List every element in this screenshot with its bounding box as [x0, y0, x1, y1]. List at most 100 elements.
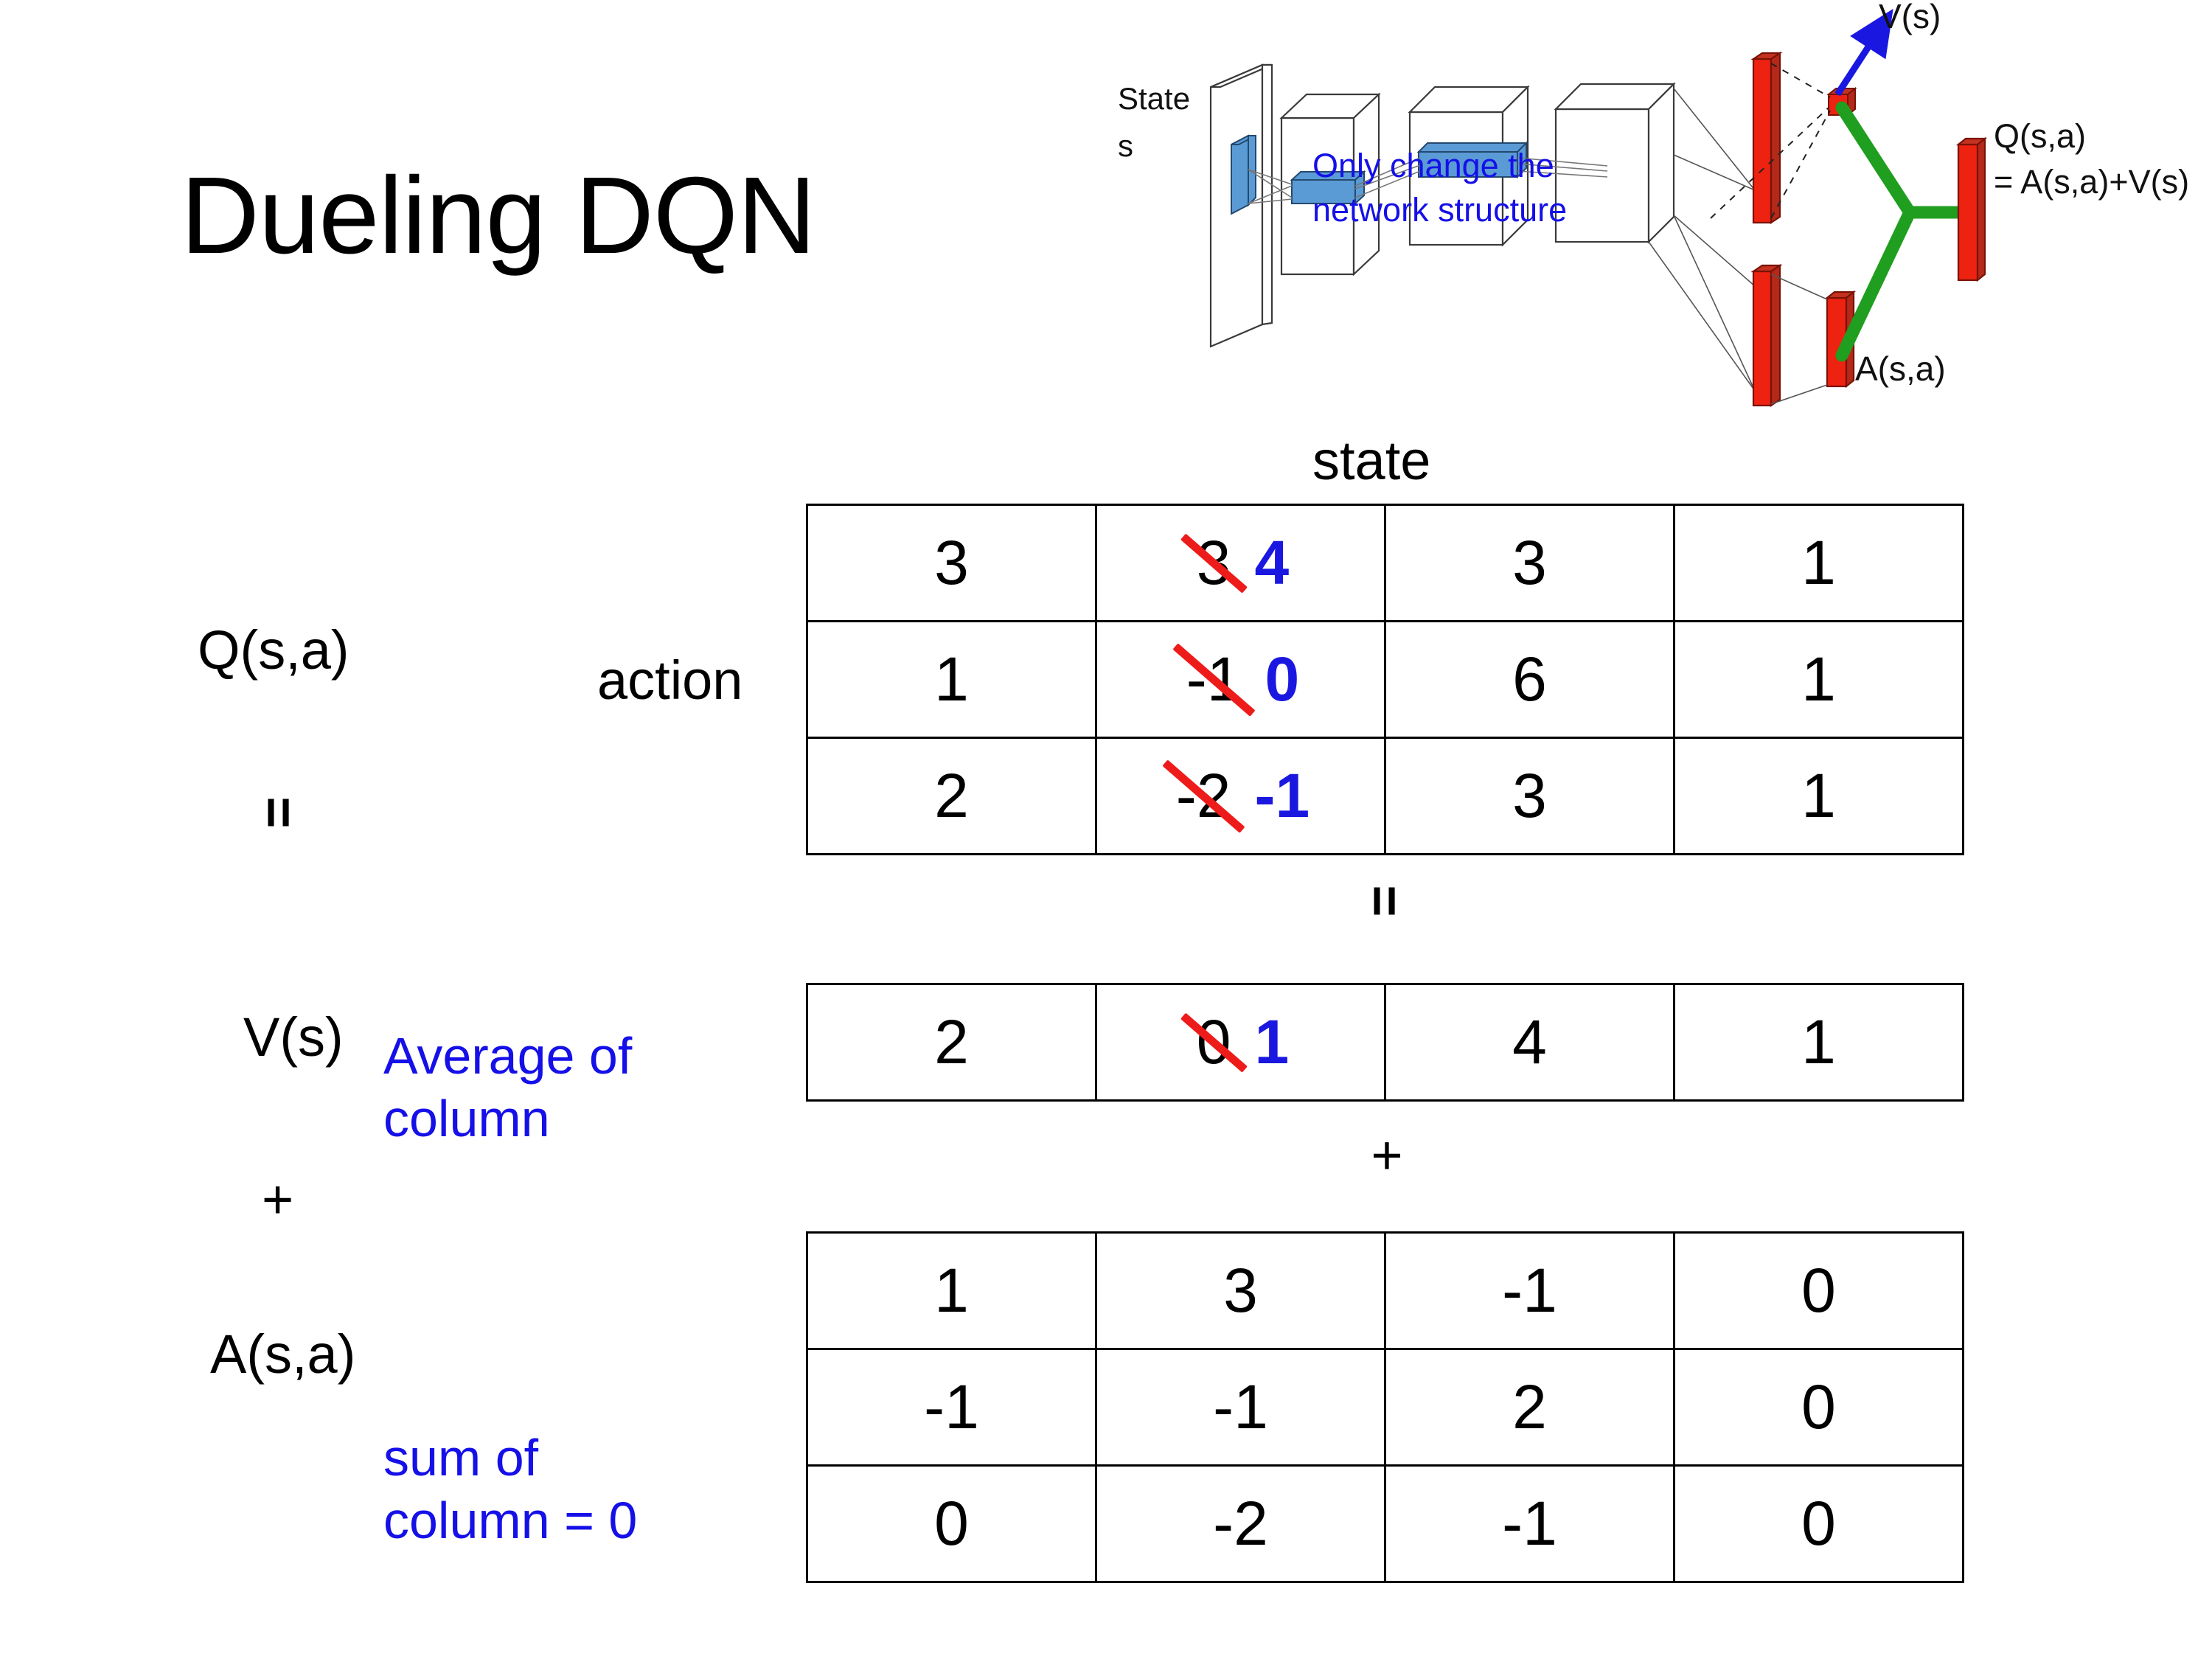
cell-value: 0 — [1801, 1489, 1836, 1558]
table-cell: -1 — [1384, 1231, 1675, 1350]
cell-value: -1 — [1502, 1489, 1557, 1558]
cell-value: 0 — [934, 1489, 969, 1558]
table-cell: 2 — [806, 737, 1097, 855]
cell-value: 2 — [1512, 1372, 1547, 1441]
cell-value: 1 — [1801, 644, 1836, 714]
value-arrow — [1834, 8, 1893, 97]
table-cell: -1 — [1095, 1348, 1386, 1467]
page-title: Dueling DQN — [181, 155, 816, 276]
plus-sign-1: + — [262, 1169, 294, 1230]
corrected-value: -1 — [1254, 761, 1310, 830]
cell-value: 1 — [934, 1256, 969, 1325]
action-axis-label: action — [597, 650, 743, 711]
diagram-value-label: V(s) — [1879, 0, 1941, 35]
sum-note-line2: column = 0 — [383, 1492, 638, 1550]
q-function-label: Q(s,a) — [198, 619, 349, 681]
input-filter-patch — [1231, 134, 1256, 215]
table-cell: 3 — [1384, 737, 1675, 855]
v-function-label: V(s) — [243, 1006, 344, 1068]
value-stream-bar — [1750, 51, 1783, 225]
table-row: 0 -2 -1 0 — [806, 1464, 1964, 1583]
cell-value: -1 — [924, 1372, 979, 1441]
diagram-note-line1: Only change the — [1312, 147, 1554, 184]
corrected-value: 1 — [1254, 1007, 1290, 1077]
table-cell: 3 — [1095, 1231, 1386, 1350]
table-cell: 0 — [806, 1464, 1097, 1583]
cell-value: 3 — [934, 528, 969, 597]
cell-value: 1 — [1801, 1007, 1836, 1077]
conv-filter-1 — [1290, 170, 1366, 206]
average-of-column-note: Average of column — [383, 1025, 632, 1151]
struck-old-value: 0 — [1192, 1006, 1236, 1078]
struck-old-value: -2 — [1172, 760, 1236, 832]
table-cell: 3 — [806, 504, 1097, 622]
table-cell: -1 — [806, 1348, 1097, 1467]
table-cell: 1 — [1673, 504, 1964, 622]
table-row: 2 -2 -1 3 1 — [806, 737, 1964, 855]
cell-value: -1 — [1502, 1256, 1557, 1325]
diagram-state-label-line1: State — [1118, 81, 1190, 116]
table-cell: 0 — [1673, 1348, 1964, 1467]
advantage-output-bar — [1824, 290, 1857, 389]
state-axis-label: state — [1312, 430, 1431, 491]
table-cell: -1 0 — [1095, 620, 1386, 739]
average-note-line1: Average of — [383, 1027, 633, 1085]
stream-split-lines — [1648, 88, 1756, 392]
table-cell: 1 — [1673, 983, 1964, 1102]
table-cell: 0 — [1673, 1464, 1964, 1583]
cell-value: 1 — [1801, 761, 1836, 830]
average-note-line2: column — [383, 1090, 550, 1148]
cell-value: 3 — [1223, 1256, 1258, 1325]
q-output-bar — [1955, 136, 1988, 282]
cell-value: 0 — [1801, 1256, 1836, 1325]
conv-block-3 — [1554, 82, 1676, 244]
equals-sign-2: = — [1354, 885, 1416, 917]
merge-connector — [1835, 101, 1969, 362]
table-row: -1 -1 2 0 — [806, 1348, 1964, 1467]
table-cell: 2 — [1384, 1348, 1675, 1467]
table-cell: 1 — [1673, 737, 1964, 855]
advantage-lines — [1770, 274, 1828, 405]
cell-value: 1 — [934, 644, 969, 714]
plus-sign-2: + — [1371, 1124, 1403, 1186]
sum-note-line1: sum of — [383, 1429, 539, 1486]
table-cell: 1 — [806, 1231, 1097, 1350]
diagram-note-line2: network structure — [1312, 191, 1567, 229]
value-dashed-lines — [1710, 63, 1831, 219]
a-function-label: A(s,a) — [210, 1324, 356, 1385]
cell-value: -2 — [1213, 1489, 1268, 1558]
advantage-stream-bar — [1750, 263, 1783, 408]
table-cell: -2 — [1095, 1464, 1386, 1583]
cell-value: 2 — [934, 761, 969, 830]
a-value-table: 1 3 -1 0 -1 -1 2 0 0 -2 -1 0 — [806, 1231, 1964, 1583]
cell-value: 2 — [934, 1007, 969, 1077]
conv-filter-2 — [1416, 141, 1528, 179]
table-cell: 0 — [1673, 1231, 1964, 1350]
table-cell: 6 — [1384, 620, 1675, 739]
diagram-advantage-label: A(s,a) — [1855, 349, 1946, 388]
equals-sign-1: = — [248, 796, 310, 829]
dueling-network-diagram: State s Only change the network structur… — [1091, 0, 2212, 413]
cell-value: 1 — [1801, 528, 1836, 597]
table-cell: -2 -1 — [1095, 737, 1386, 855]
table-cell: 1 — [1673, 620, 1964, 739]
cell-value: 3 — [1512, 528, 1547, 597]
diagram-q-label-line2: = A(s,a)+V(s) — [1994, 163, 2189, 201]
table-cell: 3 — [1384, 504, 1675, 622]
corrected-value: 0 — [1265, 644, 1300, 714]
table-cell: 4 — [1384, 983, 1675, 1102]
cell-value: 0 — [1801, 1372, 1836, 1441]
diagram-q-label-line1: Q(s,a) — [1994, 117, 2086, 155]
struck-old-value: -1 — [1182, 644, 1246, 715]
table-cell: -1 — [1384, 1464, 1675, 1583]
struck-old-value: 3 — [1192, 527, 1236, 599]
connection-lines — [1248, 157, 1608, 204]
table-row: 1 -1 0 6 1 — [806, 620, 1964, 739]
table-cell: 2 — [806, 983, 1097, 1102]
table-cell: 1 — [806, 620, 1097, 739]
